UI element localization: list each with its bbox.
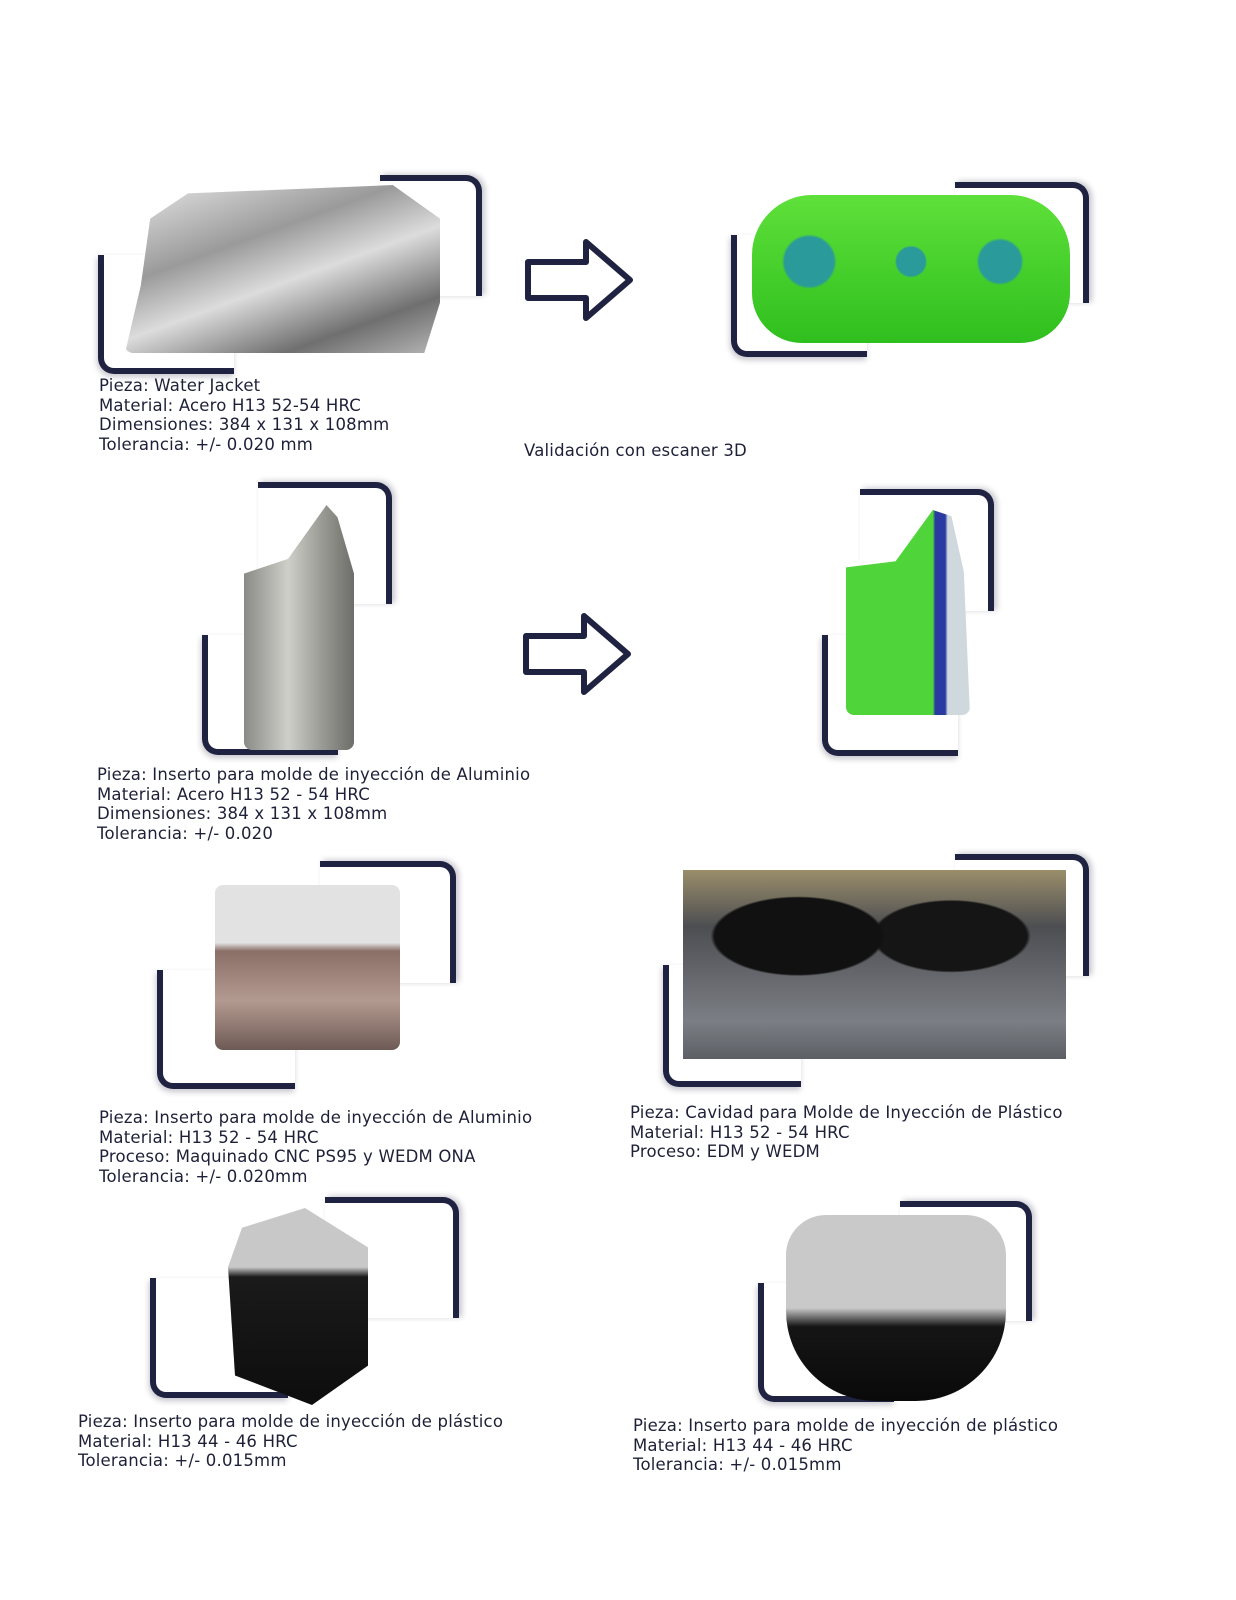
spec-line: Material: H13 44 - 46 HRC: [633, 1435, 853, 1455]
corner-bracket: [202, 635, 338, 755]
piece-specs-1: Pieza: Water Jacket Material: Acero H13 …: [99, 376, 389, 454]
spec-line: Pieza: Water Jacket: [99, 376, 261, 395]
spec-line: Pieza: Inserto para molde de inyección d…: [97, 765, 531, 784]
corner-bracket: [258, 482, 392, 604]
corner-bracket: [320, 861, 456, 983]
spec-line: Pieza: Inserto para molde de inyección d…: [99, 1108, 533, 1127]
validation-caption: Validación con escaner 3D: [524, 441, 747, 460]
corner-bracket: [98, 255, 234, 374]
water-jacket-photo: [125, 185, 440, 353]
arrow-right-icon: [525, 239, 633, 321]
spec-line: Material: Acero H13 52-54 HRC: [99, 395, 362, 415]
spec-line: Dimensiones: 384 x 131 x 108mm: [97, 804, 388, 823]
insert-aluminum-photo-2: [215, 885, 400, 1050]
spec-line: Material: H13 44 - 46 HRC: [78, 1431, 298, 1451]
arrow-right-icon: [523, 613, 631, 695]
cavity-mold-photo: [683, 870, 1066, 1059]
corner-bracket: [900, 1201, 1032, 1321]
corner-bracket: [955, 182, 1089, 303]
spec-line: Tolerancia: +/- 0.020mm: [99, 1166, 308, 1186]
spec-line: Pieza: Cavidad para Molde de Inyección d…: [630, 1103, 1063, 1122]
spec-line: Pieza: Inserto para molde de inyección d…: [78, 1412, 504, 1431]
corner-bracket: [380, 175, 482, 296]
spec-line: Material: H13 52 - 54 HRC: [630, 1122, 850, 1142]
corner-bracket: [758, 1283, 894, 1402]
spec-line: Dimensiones: 384 x 131 x 108mm: [99, 415, 390, 434]
piece-specs-3: Pieza: Inserto para molde de inyección d…: [99, 1108, 532, 1186]
spec-line: Material: Acero H13 52 - 54 HRC: [97, 784, 370, 804]
corner-bracket: [822, 635, 958, 756]
corner-bracket: [663, 965, 801, 1087]
spec-line: Tolerancia: +/- 0.015mm: [633, 1455, 842, 1474]
corner-bracket: [325, 1197, 459, 1318]
spec-line: Pieza: Inserto para molde de inyección d…: [633, 1416, 1059, 1435]
piece-specs-2: Pieza: Inserto para molde de inyección d…: [97, 765, 530, 843]
plastic-insert-photo-1: [228, 1208, 368, 1405]
corner-bracket: [860, 489, 994, 611]
spec-line: Tolerancia: +/- 0.020: [97, 823, 274, 843]
spec-line: Tolerancia: +/- 0.015mm: [78, 1451, 287, 1470]
corner-bracket: [731, 235, 867, 357]
spec-line: Proceso: EDM y WEDM: [630, 1142, 820, 1161]
3d-scan-water-jacket: [752, 195, 1070, 343]
spec-line: Proceso: Maquinado CNC PS95 y WEDM ONA: [99, 1147, 476, 1166]
corner-bracket: [150, 1278, 288, 1398]
piece-specs-5: Pieza: Inserto para molde de inyección d…: [78, 1412, 503, 1471]
piece-specs-6: Pieza: Inserto para molde de inyección d…: [633, 1416, 1058, 1475]
corner-bracket: [157, 970, 295, 1089]
corner-bracket: [955, 854, 1089, 976]
spec-line: Tolerancia: +/- 0.020 mm: [99, 434, 314, 454]
piece-specs-4: Pieza: Cavidad para Molde de Inyección d…: [630, 1103, 1063, 1162]
spec-line: Material: H13 52 - 54 HRC: [99, 1127, 319, 1147]
plastic-insert-photo-2: [786, 1215, 1006, 1401]
